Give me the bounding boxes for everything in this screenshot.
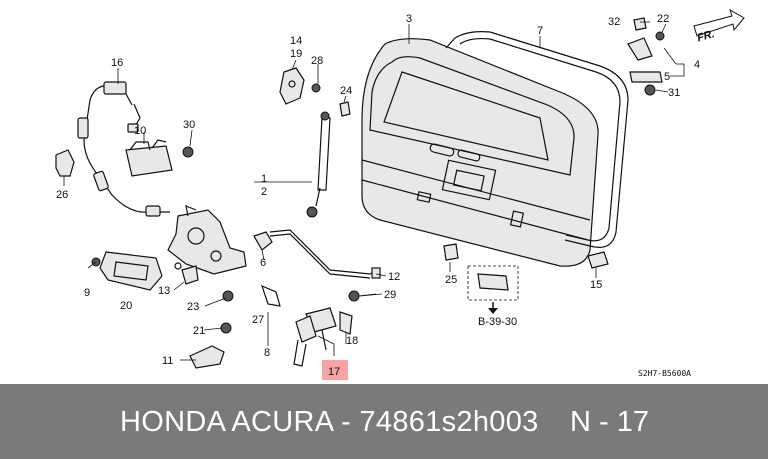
bracket-20-drawing (87, 251, 163, 291)
callout-7: 7 (537, 25, 543, 37)
clip-26-drawing (55, 149, 75, 177)
license-lamp-drawing (467, 265, 519, 314)
callout-10: 10 (134, 125, 146, 137)
bolt-28-drawing (311, 78, 321, 93)
actuator-6-drawing (253, 231, 273, 251)
section-reference: B-39-30 (478, 316, 517, 328)
hinge-drawing (279, 67, 305, 105)
callout-22: 22 (657, 13, 669, 25)
footer-bar: HONDA ACURA - 74861s2h003 N - 17 (0, 384, 768, 459)
callout-31: 31 (668, 87, 680, 99)
diagram-reference: N - 17 (570, 406, 649, 438)
clip-30-drawing (182, 146, 194, 158)
callout-21: 21 (193, 325, 205, 337)
callout-27: 27 (252, 314, 264, 326)
bracket-11-drawing (189, 345, 225, 369)
weatherstrip-drawing (445, 31, 629, 248)
tailgate-drawing (361, 38, 599, 267)
callout-25: 25 (445, 274, 457, 286)
callout-3: 3 (406, 13, 412, 25)
highlight-box-17 (322, 360, 348, 380)
callout-13: 13 (158, 285, 170, 297)
switch-drawing (125, 139, 173, 177)
callout-24: 24 (340, 85, 352, 97)
callout-26: 26 (56, 189, 68, 201)
callout-16: 16 (111, 57, 123, 69)
direction-label: FR. (696, 28, 716, 44)
callout-1: 1 (261, 173, 267, 185)
callout-14: 14 (290, 35, 302, 47)
callout-19: 19 (290, 48, 302, 60)
callout-2: 2 (261, 186, 267, 198)
callout-15: 15 (590, 279, 602, 291)
callout-28: 28 (311, 55, 323, 67)
parts-diagram: FR. 1 2 3 4 5 (55, 8, 745, 380)
callout-8: 8 (264, 347, 270, 359)
callout-32: 32 (608, 16, 620, 28)
latch-drawing (167, 205, 247, 275)
gas-strut-drawing (306, 111, 331, 218)
lock-cylinder-drawing (261, 284, 353, 367)
callout-18: 18 (346, 335, 358, 347)
callout-5: 5 (664, 71, 670, 83)
callout-labels: 1 2 3 4 5 6 7 8 9 10 11 12 13 14 15 16 1… (56, 13, 700, 378)
front-direction-arrow: FR. (693, 8, 745, 45)
part-number-title: HONDA ACURA - 74861s2h003 (120, 406, 539, 438)
callout-17: 17 (328, 366, 340, 378)
callout-29: 29 (384, 289, 396, 301)
callout-30: 30 (183, 119, 195, 131)
callout-11: 11 (162, 355, 173, 367)
callout-12: 12 (388, 271, 400, 283)
callout-6: 6 (260, 257, 266, 269)
callout-4: 4 (694, 59, 700, 71)
clip-24-drawing (339, 101, 351, 117)
callout-23: 23 (187, 301, 199, 313)
fasteners-drawing (181, 17, 665, 334)
callout-9: 9 (84, 287, 90, 299)
callout-20: 20 (120, 300, 132, 312)
rod-drawing (269, 229, 381, 279)
harness-drawing (77, 81, 170, 217)
leader-lines (63, 21, 685, 361)
drawing-code: S2H7-B5600A (638, 369, 691, 378)
